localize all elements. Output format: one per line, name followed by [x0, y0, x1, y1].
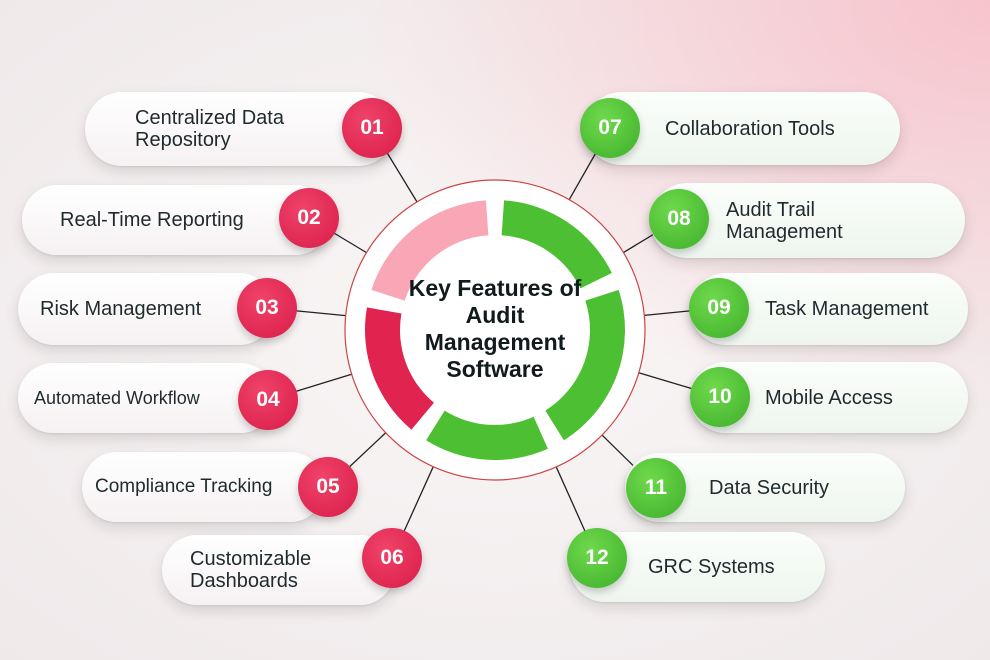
feature-label: Centralized Data Repository	[135, 107, 284, 151]
badge-07: 07	[580, 98, 640, 158]
feature-label: Risk Management	[40, 298, 202, 320]
feature-pill-06: Customizable Dashboards	[162, 535, 395, 605]
badge-01: 01	[342, 98, 402, 158]
ring-segment	[426, 410, 548, 460]
badge-02: 02	[279, 188, 339, 248]
badge-12: 12	[567, 528, 627, 588]
feature-pill-04: Automated Workflow	[18, 363, 275, 433]
diagram-title: Key Features of Audit Management Softwar…	[408, 275, 582, 382]
badge-08: 08	[649, 189, 709, 249]
feature-label: Automated Workflow	[34, 388, 200, 408]
ring-segment	[371, 200, 489, 301]
badge-10: 10	[690, 367, 750, 427]
feature-label: GRC Systems	[648, 556, 775, 578]
badge-05: 05	[298, 457, 358, 517]
badge-11: 11	[626, 458, 686, 518]
ring-segment	[365, 307, 434, 430]
feature-pill-02: Real-Time Reporting	[22, 185, 330, 255]
feature-label: Customizable Dashboards	[190, 548, 312, 592]
badge-09: 09	[689, 278, 749, 338]
feature-label: Real-Time Reporting	[60, 209, 244, 231]
ring-segment	[501, 200, 612, 289]
feature-label: Compliance Tracking	[95, 476, 273, 497]
feature-label: Collaboration Tools	[665, 117, 835, 140]
badge-03: 03	[237, 278, 297, 338]
feature-label: Mobile Access	[765, 386, 893, 409]
badge-04: 04	[238, 370, 298, 430]
feature-pill-05: Compliance Tracking	[82, 452, 325, 522]
feature-pill-08: Audit Trail Management	[650, 183, 965, 258]
feature-pill-03: Risk Management	[18, 273, 275, 345]
feature-label: Data Security	[709, 476, 830, 499]
badge-06: 06	[362, 528, 422, 588]
feature-label: Task Management	[765, 298, 929, 320]
feature-label: Audit Trail Management	[726, 198, 843, 243]
ring-segment	[545, 289, 625, 441]
